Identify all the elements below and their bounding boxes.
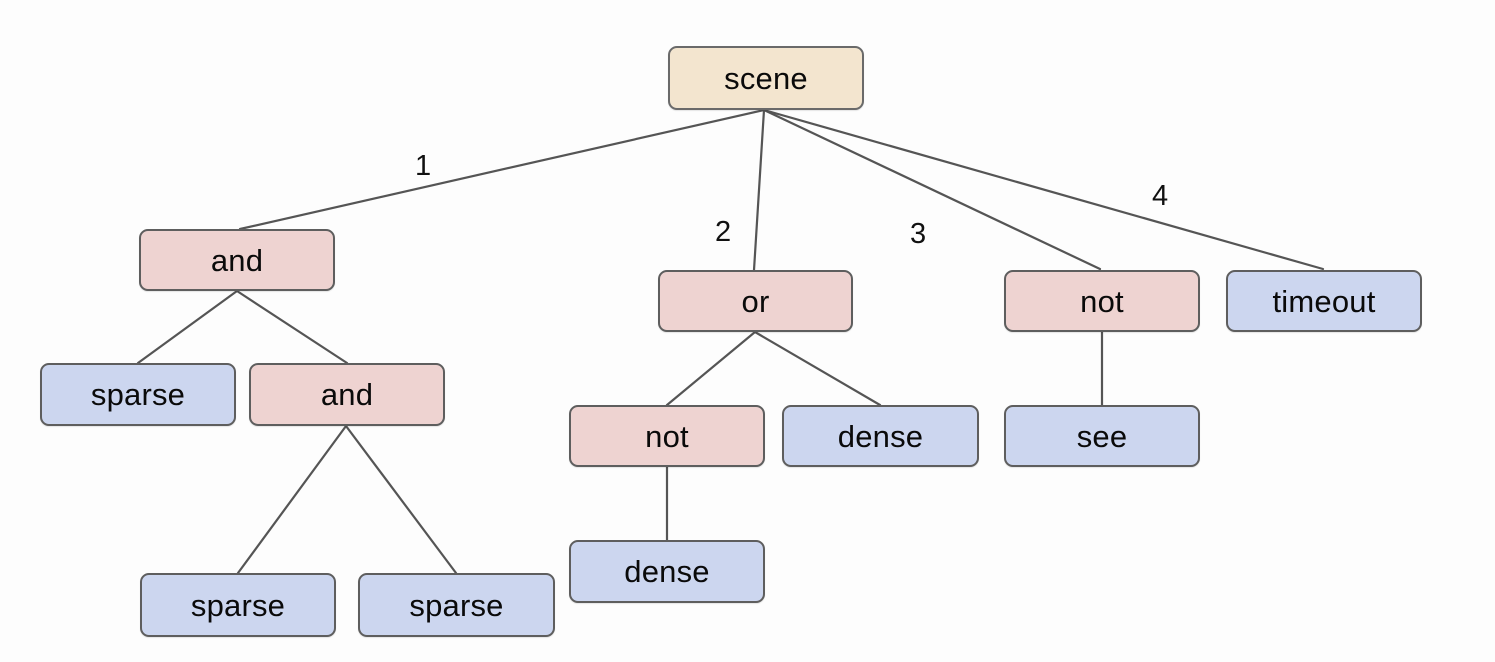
node-and1[interactable]: and bbox=[139, 229, 335, 291]
edge-scene-not2 bbox=[762, 108, 1102, 271]
edge-and2-sparse3 bbox=[344, 424, 458, 575]
node-label: not bbox=[1080, 283, 1124, 319]
edge-and1-sparse1 bbox=[136, 289, 239, 365]
edge-label-2: 2 bbox=[715, 216, 732, 248]
edge-label-1: 1 bbox=[415, 150, 432, 182]
node-see[interactable]: see bbox=[1004, 405, 1200, 467]
node-sparse1[interactable]: sparse bbox=[40, 363, 236, 426]
edge-label-4: 4 bbox=[1152, 180, 1169, 212]
node-not1[interactable]: not bbox=[569, 405, 765, 467]
node-timeout[interactable]: timeout bbox=[1226, 270, 1422, 332]
edge-label-3: 3 bbox=[910, 218, 927, 250]
node-scene[interactable]: scene bbox=[668, 46, 864, 110]
node-label: timeout bbox=[1272, 283, 1376, 319]
edge-scene-timeout bbox=[762, 108, 1325, 271]
edge-and1-and2 bbox=[235, 289, 349, 365]
node-and2[interactable]: and bbox=[249, 363, 445, 426]
node-label: sparse bbox=[90, 377, 186, 412]
node-label: see bbox=[1076, 418, 1128, 454]
node-label: dense bbox=[837, 418, 924, 454]
node-label: not bbox=[645, 418, 689, 454]
node-label: scene bbox=[724, 60, 808, 96]
edge-scene-or1 bbox=[752, 108, 766, 272]
node-sparse3[interactable]: sparse bbox=[358, 573, 555, 637]
edge-or1-not1 bbox=[665, 330, 757, 407]
edge-scene-and1 bbox=[238, 108, 766, 231]
edge-or1-dense1 bbox=[753, 330, 882, 407]
node-sparse2[interactable]: sparse bbox=[140, 573, 336, 637]
node-or1[interactable]: or bbox=[658, 270, 853, 332]
node-dense2[interactable]: dense bbox=[569, 540, 765, 603]
node-label: sparse bbox=[190, 587, 286, 623]
node-label: or bbox=[741, 283, 770, 319]
node-label: and bbox=[210, 242, 264, 278]
edge-and2-sparse2 bbox=[236, 424, 348, 575]
node-label: and bbox=[320, 377, 374, 412]
node-label: sparse bbox=[409, 587, 504, 623]
node-dense1[interactable]: dense bbox=[782, 405, 979, 467]
node-label: dense bbox=[624, 554, 710, 589]
node-not2[interactable]: not bbox=[1004, 270, 1200, 332]
